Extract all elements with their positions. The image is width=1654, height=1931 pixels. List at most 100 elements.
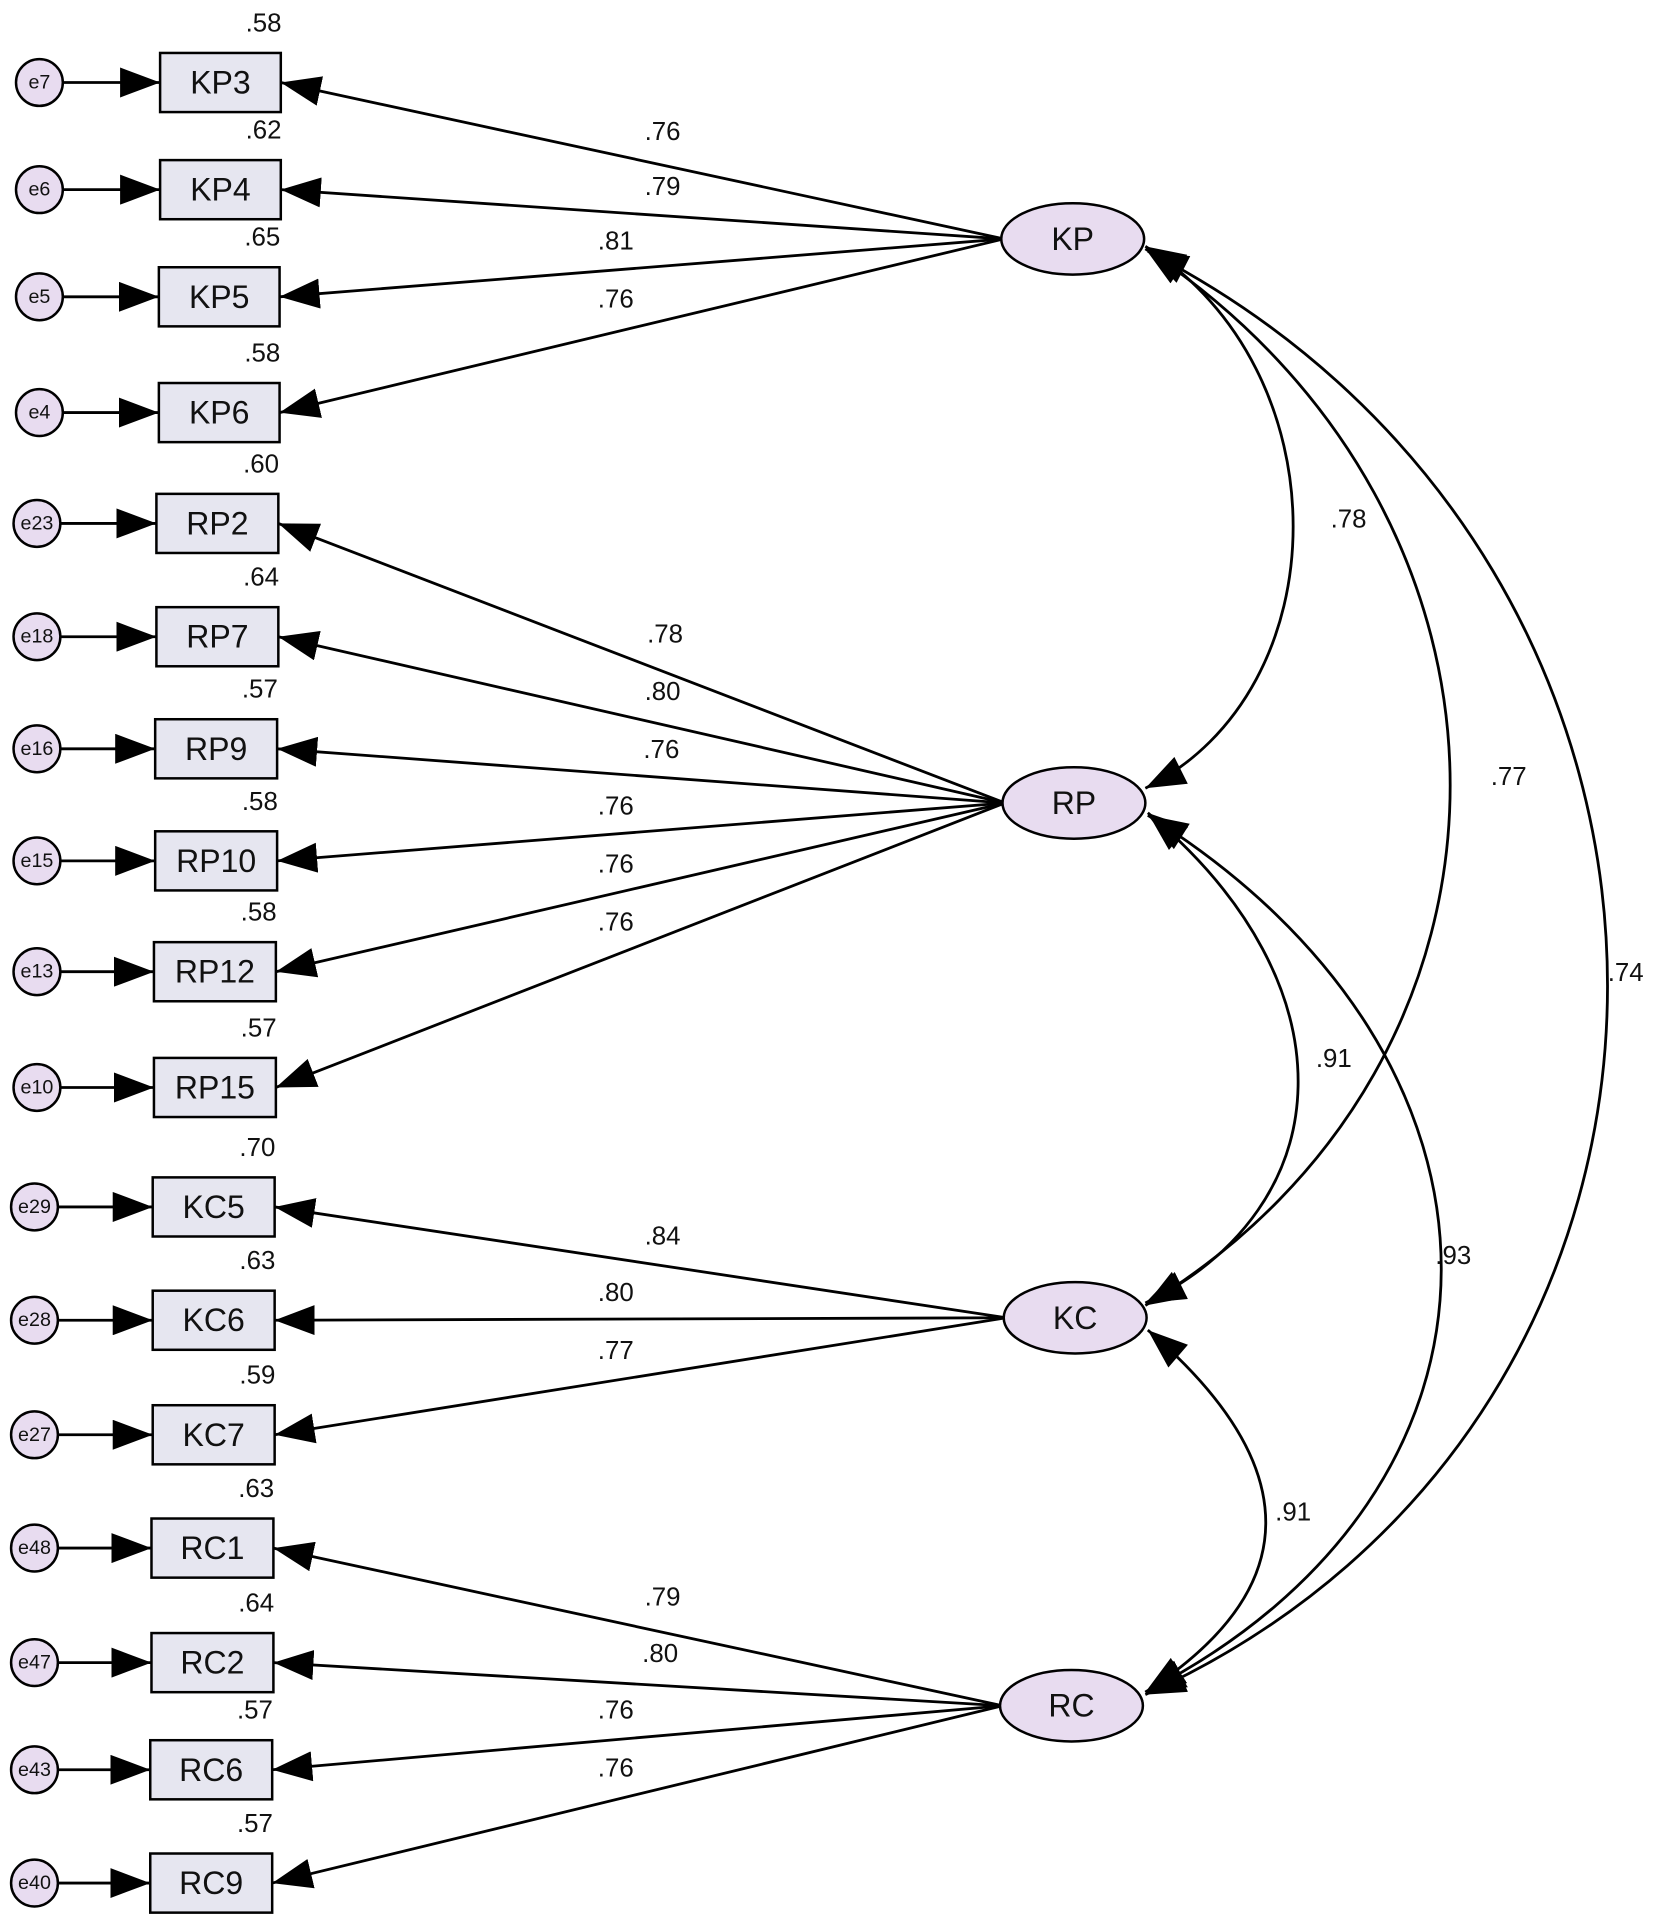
- indicator-kp5-label: KP5: [189, 279, 250, 315]
- error-e16-label: e16: [21, 738, 54, 760]
- error-e40-circle: [9, 1858, 60, 1908]
- indicator-rc6-label: RC6: [179, 1752, 243, 1788]
- r2-kp6-value: .58: [244, 339, 280, 367]
- loading-path-rp9: [276, 736, 1006, 805]
- loading-path-kc5: [274, 1198, 1007, 1320]
- indicator-kp3-box: [158, 51, 283, 114]
- indicator-rp2-label: RP2: [186, 505, 248, 541]
- indicator-rp7-box: [155, 605, 280, 668]
- latent-kp-label: KP: [1051, 221, 1094, 257]
- indicator-kc7-box: [151, 1403, 276, 1466]
- nodes-layer: [9, 51, 1148, 1914]
- loading-path-rp12: [275, 801, 1006, 978]
- indicator-kc5-box: [151, 1176, 276, 1238]
- loading-kp4-value: .79: [645, 173, 681, 201]
- loading-path-kc6: [274, 1305, 1007, 1336]
- loading-rc9-value: .76: [598, 1755, 634, 1783]
- r2-kc7-value: .59: [239, 1362, 275, 1390]
- error-e10-label: e10: [21, 1076, 54, 1098]
- r2-rc9-value: .57: [237, 1810, 273, 1838]
- loading-kp5-value: .81: [598, 227, 634, 255]
- loading-rc1-value: .79: [645, 1583, 681, 1611]
- error-e13-label: e13: [21, 961, 54, 983]
- indicator-rp2-box: [155, 492, 280, 555]
- indicator-rc9-label: RC9: [179, 1865, 243, 1901]
- r2-kp5-value: .65: [244, 224, 280, 252]
- loading-path-kc7: [274, 1316, 1007, 1444]
- loading-path-rp2: [277, 522, 1006, 805]
- error-e43-circle: [9, 1745, 60, 1795]
- latent-kc-label: KC: [1053, 1300, 1097, 1336]
- indicator-kp5-box: [157, 266, 281, 328]
- error-e4-label: e4: [28, 402, 50, 424]
- loading-rp12-value: .76: [598, 851, 634, 879]
- indicator-rp7-label: RP7: [186, 619, 248, 655]
- indicator-rp15-label: RP15: [175, 1069, 255, 1105]
- indicator-rc1-label: RC1: [180, 1530, 244, 1566]
- indicator-kp3-label: KP3: [190, 65, 251, 101]
- loading-path-rp15: [275, 801, 1006, 1089]
- error-e18-label: e18: [21, 626, 54, 648]
- correlation-kp-rc-value: .74: [1608, 959, 1644, 987]
- latent-rp-label: RP: [1052, 785, 1096, 821]
- indicator-rp10-box: [153, 830, 279, 892]
- indicator-kc6-box: [151, 1289, 276, 1352]
- loading-rp2-value: .78: [647, 620, 683, 648]
- indicator-kp6-box: [157, 381, 281, 444]
- indicator-rc9-box: [149, 1852, 274, 1914]
- loading-path-rp7: [278, 631, 1006, 805]
- error-e16-circle: [12, 724, 62, 774]
- error-e43-label: e43: [18, 1759, 51, 1781]
- latent-rc-ellipse: [998, 1668, 1145, 1743]
- error-e29-label: e29: [18, 1196, 51, 1218]
- r2-rp10-value: .58: [242, 788, 278, 816]
- r2-rc1-value: .63: [238, 1475, 274, 1503]
- correlation-path-kp-rp: [1144, 245, 1295, 790]
- error-e28-circle: [9, 1295, 60, 1345]
- r2-kc6-value: .63: [239, 1247, 275, 1275]
- latent-kp-ellipse: [1000, 201, 1146, 276]
- indicator-kp6-label: KP6: [189, 395, 250, 431]
- indicator-rp9-box: [153, 717, 279, 780]
- r2-rc6-value: .57: [237, 1697, 273, 1725]
- indicator-rc2-box: [150, 1631, 275, 1694]
- indicator-kp4-box: [158, 158, 283, 221]
- error-e18-circle: [12, 612, 62, 662]
- loading-rp10-value: .76: [598, 793, 634, 821]
- indicator-kp4-label: KP4: [190, 172, 251, 208]
- loading-path-kp6: [279, 237, 1005, 418]
- correlation-kp-rp-value: .78: [1331, 506, 1367, 534]
- loading-kc6-value: .80: [598, 1279, 634, 1307]
- r2-rp9-value: .57: [242, 676, 278, 704]
- correlation-rp-rc-value: .93: [1435, 1242, 1471, 1270]
- loading-rc6-value: .76: [598, 1697, 634, 1725]
- r2-kp3-value: .58: [246, 9, 282, 37]
- loading-path-kp4: [280, 177, 1004, 241]
- loading-rp9-value: .76: [643, 736, 679, 764]
- indicator-rp12-label: RP12: [175, 954, 255, 990]
- error-e7-circle: [14, 57, 65, 108]
- error-e29-circle: [9, 1182, 60, 1232]
- r2-rp2-value: .60: [243, 450, 279, 478]
- error-e23-circle: [12, 498, 62, 549]
- loading-path-kp3: [280, 76, 1005, 241]
- error-e5-circle: [14, 272, 65, 322]
- loading-path-rc1: [273, 1541, 1003, 1708]
- error-e40-label: e40: [18, 1872, 51, 1894]
- indicator-rp10-label: RP10: [176, 843, 256, 879]
- loading-rp7-value: .80: [645, 678, 681, 706]
- indicator-rp12-box: [152, 940, 278, 1003]
- error-e10-circle: [12, 1062, 62, 1113]
- correlation-kp-kc-value: .77: [1491, 763, 1527, 791]
- r2-rp15-value: .57: [241, 1014, 277, 1042]
- indicator-kc6-label: KC6: [183, 1302, 245, 1338]
- indicator-rc2-label: RC2: [180, 1645, 244, 1681]
- loading-path-rc2: [273, 1650, 1003, 1708]
- correlation-path-kp-rc: [1144, 249, 1609, 1696]
- labels-layer: KPRPKCRCKP3e7.58.76KP4e6.62.79KP5e5.65.8…: [18, 9, 1644, 1901]
- error-e47-label: e47: [18, 1652, 51, 1674]
- loading-rc2-value: .80: [642, 1640, 678, 1668]
- error-e27-label: e27: [18, 1424, 51, 1446]
- error-e23-label: e23: [21, 512, 54, 534]
